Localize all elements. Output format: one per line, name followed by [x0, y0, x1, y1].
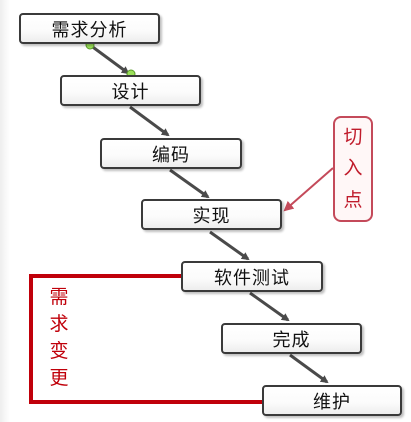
step-software-testing[interactable]: 软件测试 [181, 261, 323, 292]
entry-point-char: 点 [343, 188, 363, 211]
entry-point-callout[interactable]: 切 入 点 [333, 116, 373, 222]
step-maintenance[interactable]: 维护 [262, 385, 402, 416]
step-label: 软件测试 [214, 267, 290, 289]
arrow-coding-to-implementation [169, 168, 210, 199]
step-implementation[interactable]: 实现 [141, 199, 282, 230]
arrow-completion-to-maintenance [289, 353, 329, 384]
arrow-design-to-coding [129, 105, 170, 137]
feedback-loop-line [29, 274, 262, 404]
requirement-change-char: 变 [49, 340, 69, 362]
entry-point-char: 切 [343, 126, 363, 149]
arrow-analysis-to-design [89, 43, 130, 75]
step-label: 完成 [272, 329, 311, 351]
arrow-testing-to-completion [249, 291, 290, 322]
step-design[interactable]: 设计 [60, 75, 201, 106]
arrow-implementation-to-testing [209, 230, 250, 261]
step-label: 设计 [111, 81, 150, 103]
requirement-change-char: 需 [49, 286, 69, 308]
entry-point-char: 入 [343, 157, 363, 180]
step-requirements-analysis[interactable]: 需求分析 [19, 13, 160, 44]
requirement-change-char: 更 [49, 367, 69, 389]
step-completion[interactable]: 完成 [221, 323, 362, 354]
step-label: 编码 [152, 144, 190, 166]
step-coding[interactable]: 编码 [100, 138, 242, 169]
requirement-change-label: 需 求 变 更 [44, 284, 74, 392]
requirement-change-char: 求 [49, 313, 69, 335]
entry-point-arrow [283, 167, 334, 212]
step-label: 需求分析 [51, 19, 128, 41]
step-label: 实现 [192, 205, 231, 227]
step-label: 维护 [313, 391, 351, 413]
